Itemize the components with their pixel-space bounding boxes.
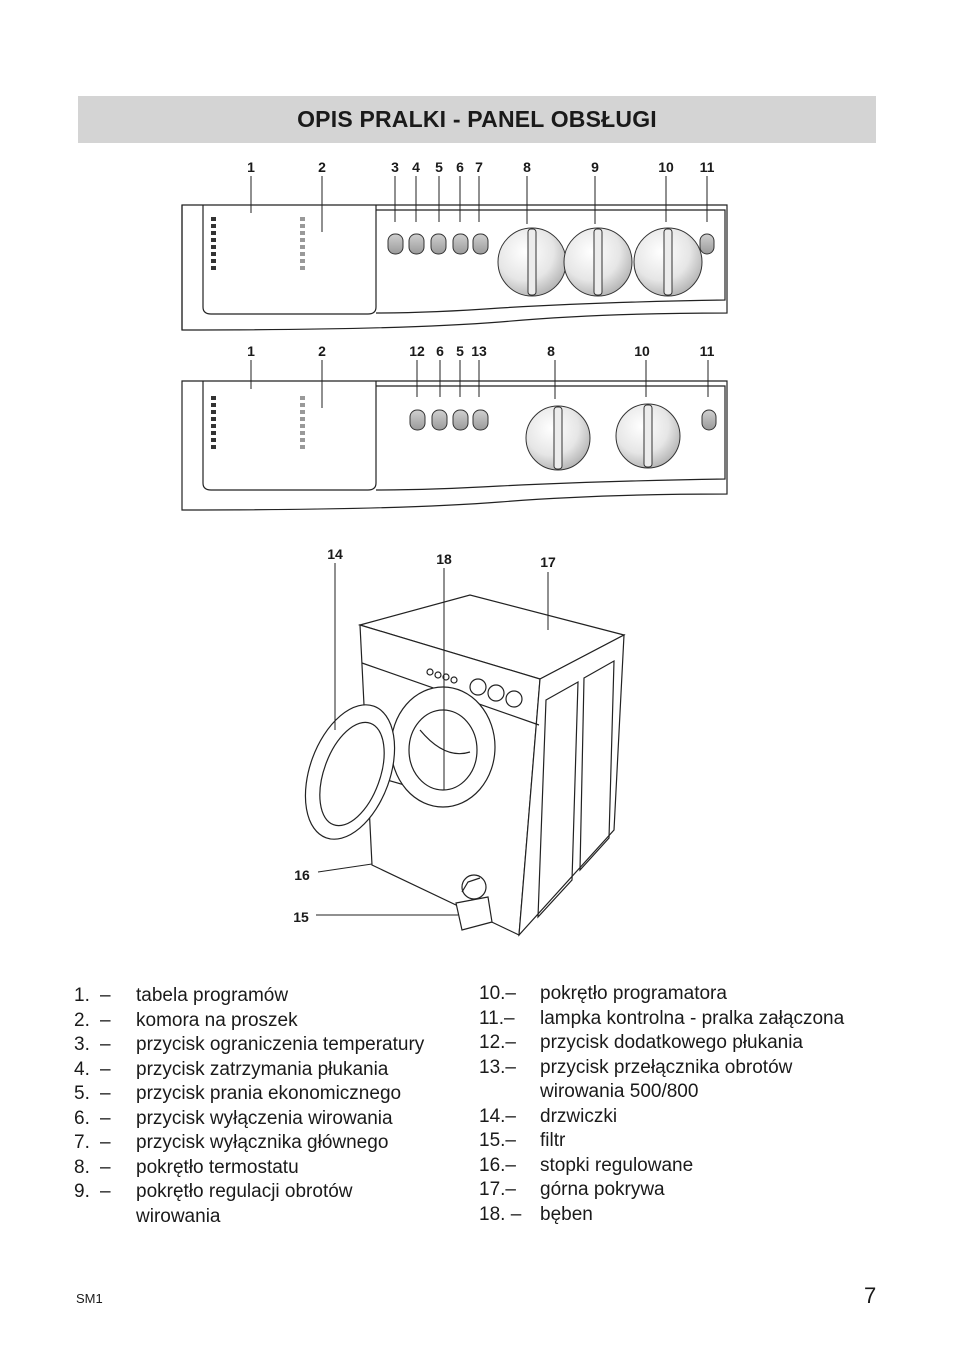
program-table-2 — [211, 396, 305, 449]
page-number: 7 — [864, 1283, 877, 1308]
list-item: 5.–przycisk prania ekonomicznego — [74, 1083, 402, 1104]
callout-15: 15 — [293, 909, 309, 925]
callout-3: 3 — [391, 159, 399, 175]
callout-6: 6 — [436, 343, 444, 359]
callout-5: 5 — [456, 343, 464, 359]
list-item: 17.–górna pokrywa — [479, 1179, 665, 1200]
list-item: 4.–przycisk zatrzymania płukania — [74, 1058, 389, 1080]
callout-16: 16 — [294, 867, 310, 883]
callout-13: 13 — [471, 343, 487, 359]
leader-lines-2 — [250, 360, 709, 408]
leader-lines-1 — [250, 176, 708, 232]
program-table-1 — [211, 217, 305, 270]
callout-8: 8 — [523, 159, 531, 175]
program-table-1-left — [211, 217, 216, 270]
callout-10: 10 — [658, 159, 674, 175]
list-item: 7.–przycisk wyłącznika głównego — [74, 1132, 389, 1153]
washing-machine — [304, 594, 626, 937]
list-item: 9.–pokrętło regulacji obrotów — [74, 1181, 353, 1202]
callout-11: 11 — [699, 343, 715, 359]
list-item: 3.–przycisk ograniczenia temperatury — [74, 1034, 425, 1055]
legend-right: 10.–pokrętło programatora 11.–lampka kon… — [479, 982, 844, 1227]
knobs-2 — [525, 403, 681, 471]
callout-14: 14 — [327, 546, 343, 562]
knobs-1 — [497, 227, 703, 297]
callout-9: 9 — [591, 159, 599, 175]
callout-4: 4 — [412, 159, 420, 175]
list-item: 1.–tabela programów — [74, 985, 289, 1006]
list-item: 11.–lampka kontrolna - pralka załączona — [479, 1007, 845, 1029]
legend-left: 1.–tabela programów 2.–komora na proszek… — [74, 984, 424, 1229]
callout-7: 7 — [475, 159, 483, 175]
callout-2: 2 — [318, 159, 326, 175]
list-item: 12.–przycisk dodatkowego płukania — [479, 1032, 803, 1053]
list-item: 2.–komora na proszek — [74, 1009, 298, 1031]
list-item: 14.–drzwiczki — [479, 1105, 618, 1127]
callout-5: 5 — [435, 159, 443, 175]
callout-18: 18 — [436, 551, 452, 567]
callout-2: 2 — [318, 343, 326, 359]
page-title: OPIS PRALKI - PANEL OBSŁUGI — [297, 106, 657, 132]
buttons-1 — [387, 233, 715, 255]
list-item: 18. –bęben — [479, 1203, 593, 1225]
callout-1: 1 — [247, 159, 255, 175]
list-item: wirowania 500/800 — [540, 1081, 699, 1102]
page-header: OPIS PRALKI - PANEL OBSŁUGI — [78, 96, 876, 143]
callout-11: 11 — [699, 159, 715, 175]
list-item: 15.–filtr — [479, 1130, 566, 1151]
control-panel-2 — [181, 380, 728, 511]
list-item: 6.–przycisk wyłączenia wirowania — [74, 1107, 393, 1129]
callout-12: 12 — [409, 343, 425, 359]
list-item: wirowania — [136, 1205, 221, 1227]
list-item: 10.–pokrętło programatora — [479, 983, 727, 1004]
callout-10: 10 — [634, 343, 650, 359]
callout-17: 17 — [540, 554, 556, 570]
list-item: 16.–stopki regulowane — [479, 1154, 694, 1176]
buttons-2 — [409, 409, 717, 431]
callout-6: 6 — [456, 159, 464, 175]
callout-8: 8 — [547, 343, 555, 359]
list-item: 8.–pokrętło termostatu — [74, 1156, 299, 1178]
list-item: 13.–przycisk przełącznika obrotów — [479, 1056, 793, 1078]
leader-lines-machine — [316, 563, 549, 916]
callout-1: 1 — [247, 343, 255, 359]
document-code: SM1 — [76, 1291, 103, 1306]
program-table-1-right — [300, 217, 305, 270]
